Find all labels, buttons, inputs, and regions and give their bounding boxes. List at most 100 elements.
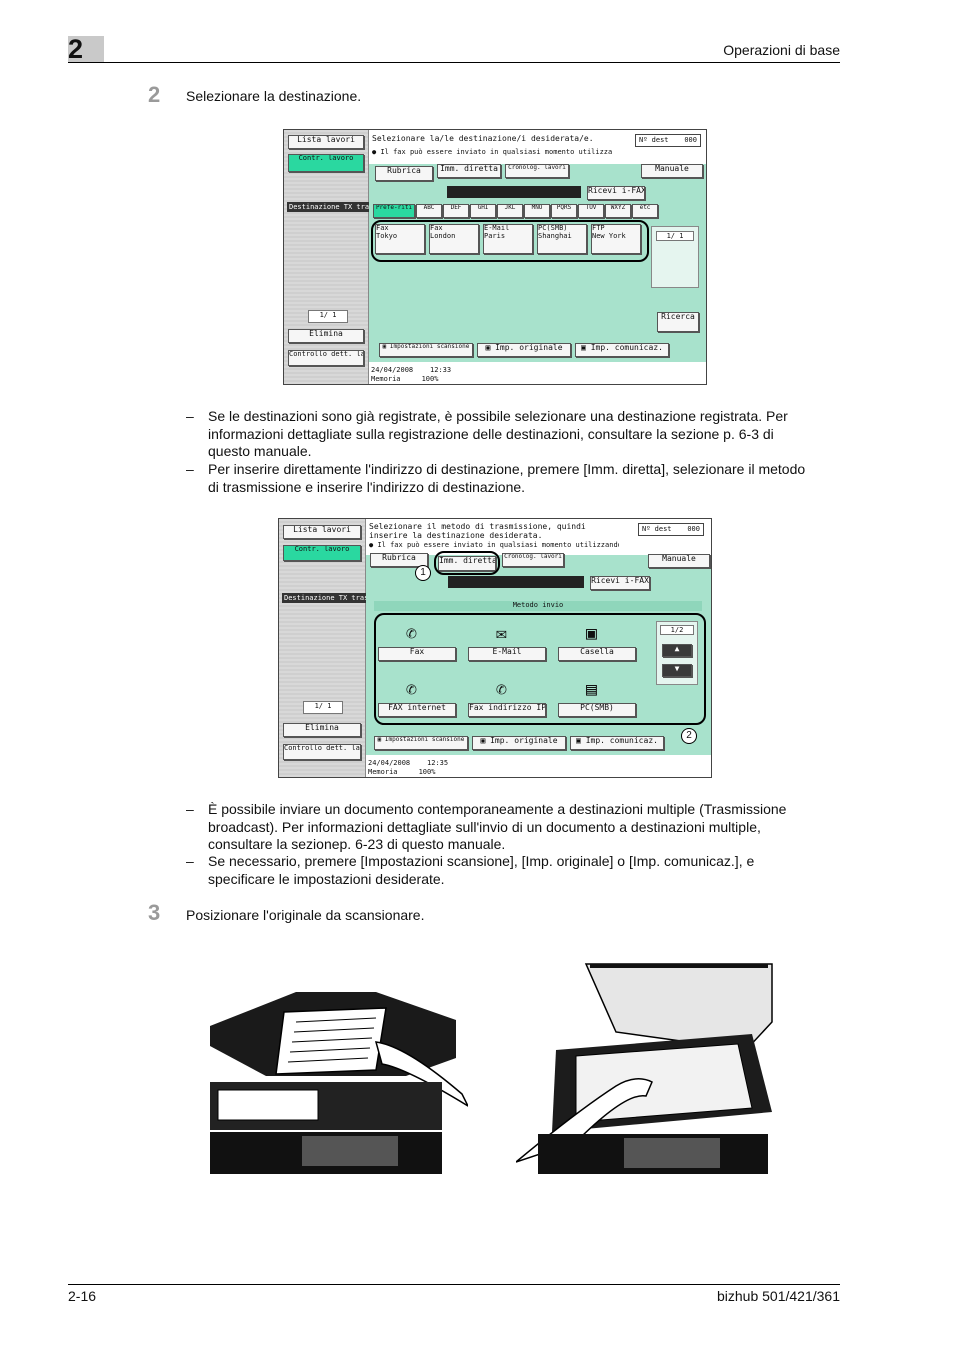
method-page-indicator: 1/2 — [660, 625, 694, 635]
job-details-button[interactable]: Contr. lavoro — [283, 545, 361, 561]
manual-button[interactable]: Manuale — [648, 554, 710, 568]
index-tab[interactable]: etc — [632, 204, 658, 218]
method-button[interactable]: Fax indirizzo IP — [468, 703, 546, 717]
address-input-field[interactable] — [448, 576, 584, 588]
internet-fax-icon: ✆ — [406, 679, 417, 700]
hint-text: ● Il fax può essere inviato in qualsiasi… — [372, 148, 612, 156]
original-icon: ▣ — [485, 343, 491, 352]
chapter-number: 2 — [68, 34, 84, 64]
method-button[interactable]: PC(SMB) — [558, 703, 636, 717]
hint-bulb-icon: ● — [369, 541, 374, 549]
receive-ifax-button[interactable]: Ricevi i-FAX — [590, 576, 650, 590]
dest-count-value: 000 — [687, 525, 700, 533]
tab-job-history[interactable]: Cronolog. lavori — [505, 164, 569, 178]
prompt-text: Selezionare il metodo di trasmissione, q… — [369, 522, 586, 540]
screen-left-pane: Lista lavori Contr. lavoro Destinazione … — [284, 130, 369, 384]
index-tab[interactable]: DEF — [443, 204, 469, 218]
page-indicator: 1/ 1 — [308, 310, 348, 323]
screen-main-pane: Selezionare la/le destinazione/i desider… — [369, 130, 706, 384]
scroll-down-button[interactable]: ▼ — [662, 664, 692, 677]
index-tab[interactable]: Prefe-riti — [373, 204, 415, 218]
destination-name: Paris — [484, 231, 506, 240]
original-settings-button[interactable]: ▣ Imp. originale — [472, 736, 566, 750]
bullet-item: – Per inserire direttamente l'indirizzo … — [186, 461, 806, 495]
hint-text: ● Il fax può essere inviato in qualsiasi… — [369, 541, 619, 549]
address-input-field[interactable] — [447, 186, 581, 198]
step-text: Selezionare la destinazione. — [186, 88, 362, 104]
job-details-button[interactable]: Contr. lavoro — [288, 154, 364, 172]
tab-direct-input[interactable]: Imm. diretta — [438, 556, 496, 571]
search-button[interactable]: Ricerca — [657, 312, 699, 332]
prompt-text: Selezionare la/le destinazione/i desider… — [372, 134, 594, 143]
check-job-button[interactable]: Controllo dett. lavoro — [288, 350, 364, 366]
dest-count-value: 000 — [684, 136, 697, 144]
scan-settings-button[interactable]: ▣ Impostazioni scansione — [374, 736, 468, 750]
job-list-button[interactable]: Lista lavori — [288, 135, 364, 149]
tab-job-history[interactable]: Cronolog. lavori — [502, 553, 564, 567]
index-tab[interactable]: ABC — [416, 204, 442, 218]
destination-name: Shanghai — [538, 231, 572, 240]
page-indicator: 1/ 1 — [303, 701, 343, 714]
platen-glass-illustration — [516, 963, 773, 1174]
tab-address-book[interactable]: Rubrica — [375, 166, 433, 181]
arrow-down-icon: ▼ — [674, 664, 680, 673]
adf-placement-illustration — [210, 992, 468, 1174]
comm-icon: ▣ — [581, 343, 586, 352]
index-tab[interactable]: TUV — [578, 204, 604, 218]
manual-button[interactable]: Manuale — [641, 164, 703, 178]
list-page-indicator: 1/ 1 — [656, 231, 694, 241]
scroll-up-button[interactable]: ▲ — [662, 644, 692, 657]
method-button[interactable]: FAX internet — [378, 703, 456, 717]
index-tab[interactable]: GHI — [470, 204, 496, 218]
destination-counter: Nº dest 000 — [635, 134, 701, 147]
delete-button[interactable]: Elimina — [288, 329, 364, 343]
step-number: 3 — [148, 900, 161, 925]
computer-icon: ▤ — [586, 679, 597, 700]
method-scroll-area: 1/2 ▲ ▼ — [656, 621, 698, 685]
original-settings-button[interactable]: ▣ Imp. originale — [477, 343, 571, 357]
fax-machine-icon: ✆ — [406, 623, 417, 644]
list-scroll-area: 1/ 1 — [651, 226, 699, 288]
index-tab[interactable]: WXYZ — [605, 204, 631, 218]
destination-counter: Nº dest 000 — [638, 523, 704, 536]
step-number: 2 — [148, 82, 161, 107]
ip-fax-icon: ✆ — [496, 679, 507, 700]
comm-settings-button[interactable]: ▣ Imp. comunicaz. — [575, 343, 669, 357]
control-panel-screen-addressbook: Lista lavori Contr. lavoro Destinazione … — [283, 129, 707, 385]
delete-button[interactable]: Elimina — [283, 723, 361, 737]
direct-input-callout — [434, 551, 500, 575]
job-list-button[interactable]: Lista lavori — [283, 525, 361, 539]
tx-destination-label: Destinazione TX trasmissione — [282, 593, 366, 603]
dest-count-label: Nº dest — [642, 525, 672, 533]
receive-ifax-button[interactable]: Ricevi i-FAX — [587, 186, 645, 200]
check-job-button[interactable]: Controllo dett. lavoro — [283, 744, 361, 760]
method-title: Metodo invio — [374, 601, 702, 611]
header-title: Operazioni di base — [723, 42, 840, 58]
status-bar: 24/04/2008 12:33 Memoria 100% — [371, 366, 452, 383]
destination-name: New York — [592, 231, 626, 240]
scan-settings-icon: ▣ — [377, 736, 382, 743]
methods-callout — [374, 613, 706, 725]
index-tab[interactable]: MNO — [524, 204, 550, 218]
tab-direct-input[interactable]: Imm. diretta — [437, 164, 501, 178]
method-button[interactable]: E-Mail — [468, 647, 546, 661]
destination-button[interactable]: PC(SMB)Shanghai — [537, 224, 587, 254]
scan-settings-button[interactable]: ▣ Impostazioni scansione — [379, 343, 473, 357]
destination-type: E-Mail — [484, 224, 510, 232]
tab-address-book[interactable]: Rubrica — [370, 553, 428, 567]
bullet-item: – Se le destinazioni sono già registrate… — [186, 408, 788, 459]
method-button[interactable]: Fax — [378, 647, 456, 661]
index-tab[interactable]: PQRS — [551, 204, 577, 218]
method-button[interactable]: Casella — [558, 647, 636, 661]
index-tab[interactable]: JKL — [497, 204, 523, 218]
destination-type: Fax — [376, 224, 389, 232]
original-icon: ▣ — [480, 736, 486, 745]
comm-settings-button[interactable]: ▣ Imp. comunicaz. — [570, 736, 664, 750]
destination-type: PC(SMB) — [538, 224, 568, 232]
